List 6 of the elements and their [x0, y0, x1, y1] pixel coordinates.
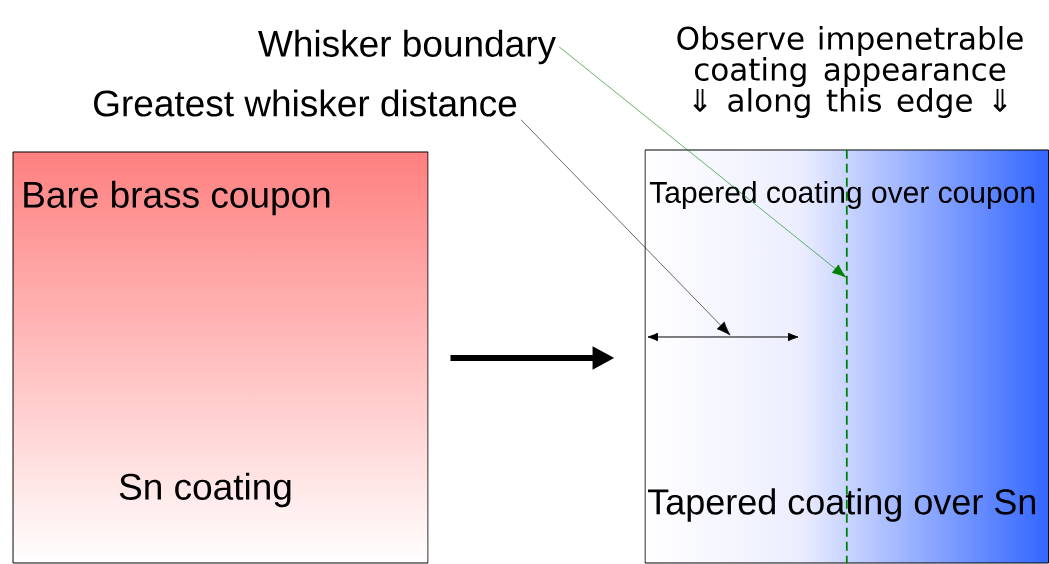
- heading-text: Observe impenetrable coating appearance ⇓ along this edge ⇓: [677, 26, 1023, 118]
- callout-text: Greatest whisker distance: [94, 89, 517, 117]
- arrow: [559, 46, 847, 278]
- arrow: [520, 119, 731, 336]
- callout-text: Whisker boundary: [258, 29, 556, 65]
- coupon-box: Bare brass coupon Sn coating: [12, 151, 429, 564]
